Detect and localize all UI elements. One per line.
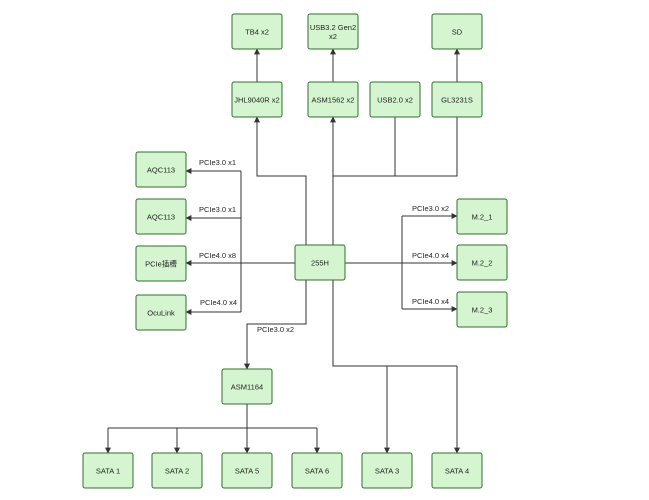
node-label: M.2_3 [472,306,493,315]
node-box [294,244,346,281]
node-m23: M.2_3 [456,291,508,328]
node-asm1562: ASM1562 x2 [307,81,359,118]
node-box [135,151,187,188]
edge-label-asm1164: PCIe3.0 x2 [257,325,294,334]
edge-label-aqc2: PCIe3.0 x1 [199,205,236,214]
node-label: M.2_2 [472,259,493,268]
node-aqc1: AQC113 [135,151,187,188]
node-box [135,245,187,282]
node-label: PCIe插槽 [145,259,177,269]
node-label: SATA 6 [305,467,329,476]
node-label: ASM1562 x2 [312,96,355,105]
node-label: GL3231S [441,96,473,105]
edge-label-m22: PCIe4.0 x4 [412,251,449,260]
node-box [291,452,343,489]
node-label: AQC113 [147,166,175,175]
node-label: USB2.0 x2 [377,96,413,105]
node-box [456,198,508,235]
edge-label-aqc1: PCIe3.0 x1 [199,158,236,167]
edge-label-oculink: PCIe4.0 x4 [200,298,237,307]
edge-label-m21: PCIe3.0 x2 [412,204,449,213]
node-label: SATA 3 [375,467,399,476]
node-label: SATA 1 [96,467,120,476]
node-box [431,452,483,489]
node-sd: SD [431,13,483,50]
node-label: x2 [329,32,337,41]
node-sata6: SATA 6 [291,452,343,489]
edge-bus-usb20 [333,117,396,177]
node-usb20: USB2.0 x2 [369,81,421,118]
node-m22: M.2_2 [456,244,508,281]
node-label: JHL9040R x2 [234,96,279,105]
node-box [431,81,483,118]
node-jhl: JHL9040R x2 [231,81,283,118]
node-cpu: 255H [294,244,346,281]
node-gl: GL3231S [431,81,483,118]
edge-cpu-jhl [254,116,307,245]
node-label: USB3.2 Gen2 [310,23,356,32]
edge-bus-gl [395,117,458,177]
node-sata1: SATA 1 [82,452,134,489]
node-box [369,81,421,118]
node-label: 255H [311,259,329,268]
node-pcieslot: PCIe插槽 [135,245,187,282]
node-box [307,13,359,50]
node-oculink: OcuLink [135,294,187,331]
node-box [221,368,273,405]
node-label: SATA 5 [235,467,259,476]
node-label: ASM1164 [231,383,263,392]
node-box [82,452,134,489]
node-label: SATA 4 [445,467,469,476]
node-label: M.2_1 [472,213,493,222]
node-box [135,198,187,235]
node-box [135,294,187,331]
node-label: TB4 x2 [245,28,269,37]
node-label: AQC113 [147,213,175,222]
node-box [456,291,508,328]
node-label: OcuLink [147,309,175,318]
edge-cpu-sata-bus [332,280,457,367]
node-box [456,244,508,281]
edge-cpu-asm1164 [244,280,307,370]
edge-label-pcieslot: PCIe4.0 x8 [199,251,236,260]
edge-label-m23: PCIe4.0 x4 [412,297,449,306]
node-box [231,81,283,118]
node-box [151,452,203,489]
node-aqc2: AQC113 [135,198,187,235]
node-sata4: SATA 4 [431,452,483,489]
node-box [221,452,273,489]
node-label: SATA 2 [165,467,189,476]
node-box [361,452,413,489]
node-box [431,13,483,50]
node-box [307,81,359,118]
node-tb4: TB4 x2 [231,13,283,50]
node-box [231,13,283,50]
node-asm1164: ASM1164 [221,368,273,405]
node-sata5: SATA 5 [221,452,273,489]
node-label: SD [452,28,463,37]
node-m21: M.2_1 [456,198,508,235]
node-sata3: SATA 3 [361,452,413,489]
node-sata2: SATA 2 [151,452,203,489]
